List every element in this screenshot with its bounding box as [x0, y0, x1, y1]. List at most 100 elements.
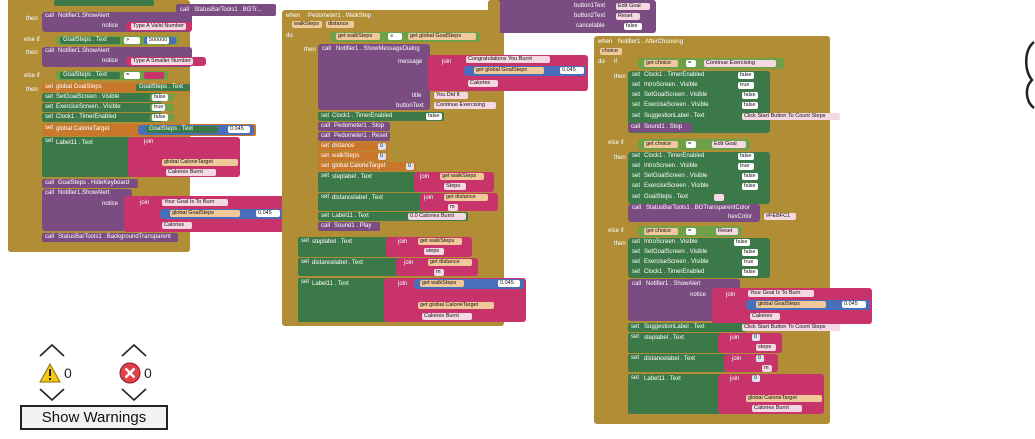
get-global-goalsteps-2[interactable]: get global GoalSteps	[474, 67, 544, 74]
set-distancelabel[interactable]: set	[318, 193, 422, 211]
false-value[interactable]: false	[734, 239, 750, 246]
multiplier-value-3[interactable]: 0.045	[560, 67, 584, 74]
zero-value-3[interactable]: 0	[406, 163, 414, 170]
goalsteps-text-getter-2[interactable]: GoalSteps . Text	[60, 72, 120, 79]
zero-value[interactable]: 0	[378, 143, 386, 150]
get-choice-2[interactable]: get choice	[644, 141, 678, 148]
empty-text[interactable]	[714, 194, 724, 201]
true-value[interactable]: true	[738, 82, 754, 89]
smaller-number-text[interactable]: Type A Smaller Number	[131, 58, 193, 65]
false-literal-2[interactable]: false	[150, 114, 174, 121]
set-label11-3[interactable]: set	[298, 278, 388, 322]
eq-operator-3[interactable]: =	[686, 228, 696, 235]
global-goalsteps-getter[interactable]: global GoalSteps	[756, 301, 826, 308]
calorie-getter[interactable]: global CalorieTarget	[162, 159, 238, 166]
gte-operator[interactable]: ≥	[388, 33, 402, 40]
get-choice-3[interactable]: get choice	[644, 228, 678, 235]
false-value[interactable]: false	[742, 249, 758, 256]
eq-operator-2[interactable]: =	[686, 141, 696, 148]
m-text-3[interactable]: m	[762, 365, 772, 372]
reset-text-2[interactable]: Reset	[716, 228, 738, 235]
steps-text-3[interactable]: steps	[756, 344, 776, 351]
calories-burnt-text-2[interactable]: Calories Burnt	[422, 313, 472, 320]
text-literal-2[interactable]: Type A Smaller Number	[126, 57, 206, 66]
false-value[interactable]: false	[152, 114, 168, 121]
m-text[interactable]: m	[448, 204, 458, 211]
congrats-text[interactable]: Congratulations You Burnt	[466, 56, 550, 63]
sound-stop-call[interactable]: call	[628, 123, 692, 132]
set-global-goalsteps[interactable]: set	[42, 83, 190, 92]
true-value[interactable]: true	[152, 104, 166, 111]
multiplier-value-5[interactable]: 0.045	[842, 301, 866, 308]
set-label11-4[interactable]: set	[628, 374, 728, 414]
continue-exercising-text-2[interactable]: Continue Exercising	[704, 60, 776, 67]
set-steplabel-2[interactable]: set	[298, 237, 396, 257]
set-walksteps[interactable]: set	[318, 152, 388, 161]
big-number-value[interactable]: 500000	[147, 37, 170, 44]
true-value[interactable]: true	[742, 259, 758, 266]
multiplier-value[interactable]: 0.045	[228, 126, 250, 133]
false-value[interactable]: false	[738, 72, 754, 79]
steps-text[interactable]: Steps	[444, 183, 466, 190]
false-value[interactable]: false	[742, 102, 758, 109]
set-steplabel[interactable]: set	[318, 172, 416, 192]
get-walksteps[interactable]: get walkSteps	[336, 33, 380, 40]
click-start-text[interactable]: Click Start Button To Count Steps	[742, 113, 840, 120]
global-calorie-getter[interactable]: global CalorieTarget	[746, 395, 822, 402]
false-value[interactable]: false	[624, 23, 642, 30]
get-walksteps-2[interactable]: get walkSteps	[440, 173, 484, 180]
false-value[interactable]: false	[742, 92, 758, 99]
true-value[interactable]: true	[738, 163, 754, 170]
false-value[interactable]: false	[426, 113, 442, 120]
warnings-up-arrow-icon[interactable]	[38, 343, 66, 357]
get-global-goalsteps[interactable]: get global GoalSteps	[408, 33, 476, 40]
false-value[interactable]: false	[152, 94, 168, 101]
show-message-dialog[interactable]	[318, 44, 430, 110]
calories-burnt-text-3[interactable]: Calories Burnt	[752, 405, 802, 412]
get-choice[interactable]: get choice	[644, 60, 678, 67]
pedometer-reset-call[interactable]: call	[318, 132, 390, 141]
goalsteps-getter[interactable]: global GoalSteps	[170, 210, 240, 217]
set-setgoal-visible[interactable]: set	[42, 93, 162, 102]
you-did-it-text[interactable]: You Did It	[434, 92, 468, 99]
goalsteps-text-getter-4[interactable]: GoalSteps . Text	[146, 126, 218, 133]
get-global-calorie[interactable]: get global CalorieTarget	[418, 302, 494, 309]
eq-operator[interactable]: =	[686, 60, 696, 67]
zero-value-6[interactable]: 0	[752, 375, 760, 382]
zero-value-5[interactable]: 0	[756, 355, 764, 362]
set-suggestion-text[interactable]: set	[628, 323, 746, 332]
zero-value-2[interactable]: 0	[378, 153, 386, 160]
false-value[interactable]: false	[742, 173, 758, 180]
goalsteps-getter-top[interactable]	[54, 0, 154, 6]
param-distance[interactable]: distance	[326, 21, 354, 28]
your-goal-text-2[interactable]: Your Goal Is To Burn	[748, 290, 814, 297]
m-text-2[interactable]: m	[434, 269, 444, 276]
hex-value-text[interactable]: #FEBFC1	[764, 213, 796, 220]
multiplier-value-2[interactable]: 0.045	[256, 210, 280, 217]
status-bar-top-call[interactable]	[176, 4, 276, 16]
multiply-block-4[interactable]	[414, 279, 524, 289]
get-walksteps-4[interactable]: get walkSteps	[420, 280, 464, 287]
false-value[interactable]: false	[742, 269, 758, 276]
steps-text-2[interactable]: steps	[424, 248, 444, 255]
show-warnings-button[interactable]: Show Warnings	[20, 405, 168, 430]
zero-value-4[interactable]: 0	[752, 334, 760, 341]
warnings-down-arrow-icon[interactable]	[38, 388, 66, 402]
false-literal[interactable]: false	[150, 94, 174, 101]
param-walksteps[interactable]: walkSteps	[292, 21, 322, 28]
pedometer-stop-call[interactable]: call	[318, 122, 390, 131]
status-bar-call[interactable]: call	[42, 233, 178, 242]
set-distancelabel-3[interactable]: set	[628, 354, 732, 372]
goalsteps-text-getter-3[interactable]: GoalSteps . Text	[136, 84, 190, 91]
calories-text[interactable]: Calories	[162, 222, 192, 229]
goalsteps-text-getter[interactable]: GoalSteps . Text	[60, 37, 120, 44]
click-start-text-2[interactable]: Click Start Button To Count Steps	[742, 324, 840, 331]
text-literal[interactable]: Type A Valid Number	[126, 22, 192, 31]
get-distance-2[interactable]: get distance	[428, 259, 472, 266]
show-alert-block-3[interactable]	[42, 189, 132, 231]
errors-up-arrow-icon[interactable]	[120, 343, 148, 357]
eq-operator[interactable]: =	[124, 72, 140, 79]
false-value[interactable]: false	[738, 153, 754, 160]
compare-gte[interactable]	[330, 32, 480, 42]
